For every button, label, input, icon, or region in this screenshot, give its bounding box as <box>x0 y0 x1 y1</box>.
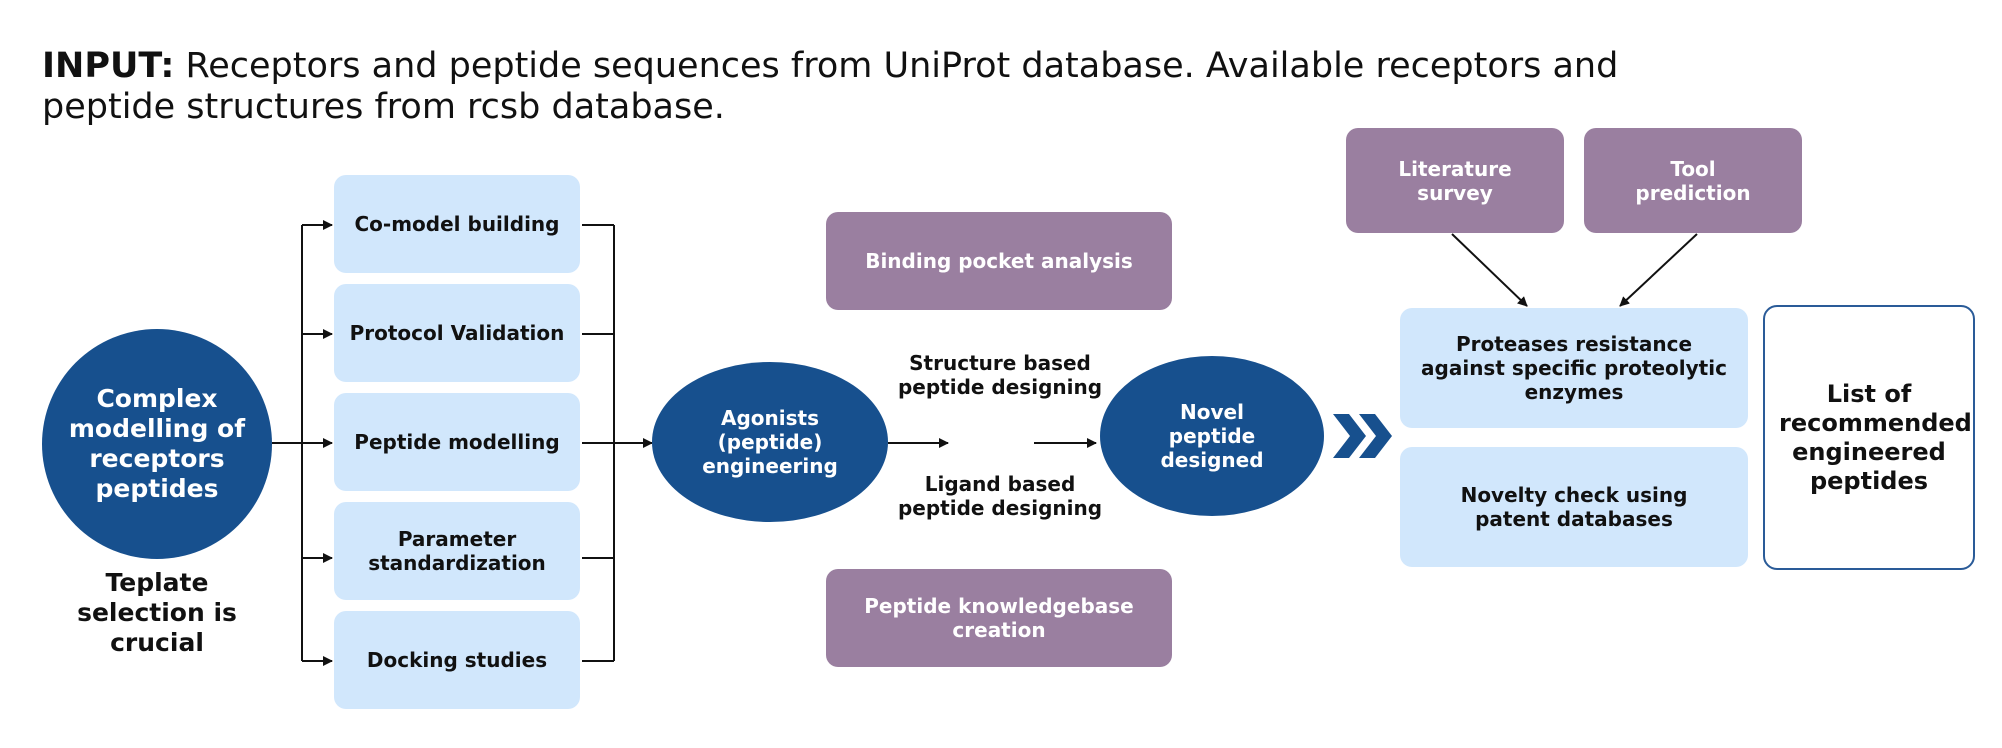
input-text: Receptors and peptide sequences from Uni… <box>42 46 1619 127</box>
input-label: INPUT: <box>42 46 175 86</box>
agonists-engineering-circle: Agonists (peptide) engineering <box>652 362 888 522</box>
arrow-literature-to-protease <box>1451 233 1528 307</box>
novel-peptide-circle: Novel peptide designed <box>1100 356 1324 516</box>
step-peptide-modelling: Peptide modelling <box>334 393 580 491</box>
novel-peptide-label: Novel peptide designed <box>1160 400 1264 472</box>
structure-based-label: Structure based peptide designing <box>897 351 1103 399</box>
step-label: Parameter standardization <box>368 527 546 575</box>
result-box: List of recommended engineered peptides <box>1763 305 1975 570</box>
complex-modelling-circle: Complex modelling of receptors peptides <box>42 329 272 559</box>
agonists-label: Agonists (peptide) engineering <box>702 406 838 478</box>
tool-prediction-label: Tool prediction <box>1635 156 1751 205</box>
binding-pocket-label: Binding pocket analysis <box>865 249 1133 273</box>
binding-pocket-analysis-box: Binding pocket analysis <box>826 212 1172 310</box>
literature-survey-box: Literature survey <box>1346 128 1564 233</box>
step-parameter-standardization: Parameter standardization <box>334 502 580 600</box>
ligand-based-label: Ligand based peptide designing <box>897 472 1103 520</box>
peptide-knowledgebase-box: Peptide knowledgebase creation <box>826 569 1172 667</box>
step-protocol-validation: Protocol Validation <box>334 284 580 382</box>
protease-resistance-box: Proteases resistance against specific pr… <box>1400 308 1748 428</box>
step-co-model-building: Co-model building <box>334 175 580 273</box>
protease-resistance-label: Proteases resistance against specific pr… <box>1421 332 1727 404</box>
step-label: Protocol Validation <box>349 321 565 345</box>
step-label: Co-model building <box>354 212 560 236</box>
arrow-tool-to-protease <box>1619 233 1698 307</box>
knowledgebase-label: Peptide knowledgebase creation <box>864 594 1134 642</box>
result-label: List of recommended engineered peptides <box>1779 379 1972 495</box>
template-note: Teplate selection is crucial <box>77 568 237 657</box>
complex-modelling-label: Complex modelling of receptors peptides <box>68 384 246 503</box>
novelty-check-label: Novelty check using patent databases <box>1460 483 1688 531</box>
step-label: Docking studies <box>366 648 548 672</box>
input-description: INPUT: Receptors and peptide sequences f… <box>42 46 1642 128</box>
novelty-check-box: Novelty check using patent databases <box>1400 447 1748 567</box>
literature-survey-label: Literature survey <box>1398 156 1512 205</box>
step-docking-studies: Docking studies <box>334 611 580 709</box>
tool-prediction-box: Tool prediction <box>1584 128 1802 233</box>
double-chevron-right-icon <box>1333 414 1392 458</box>
step-label: Peptide modelling <box>354 430 560 454</box>
